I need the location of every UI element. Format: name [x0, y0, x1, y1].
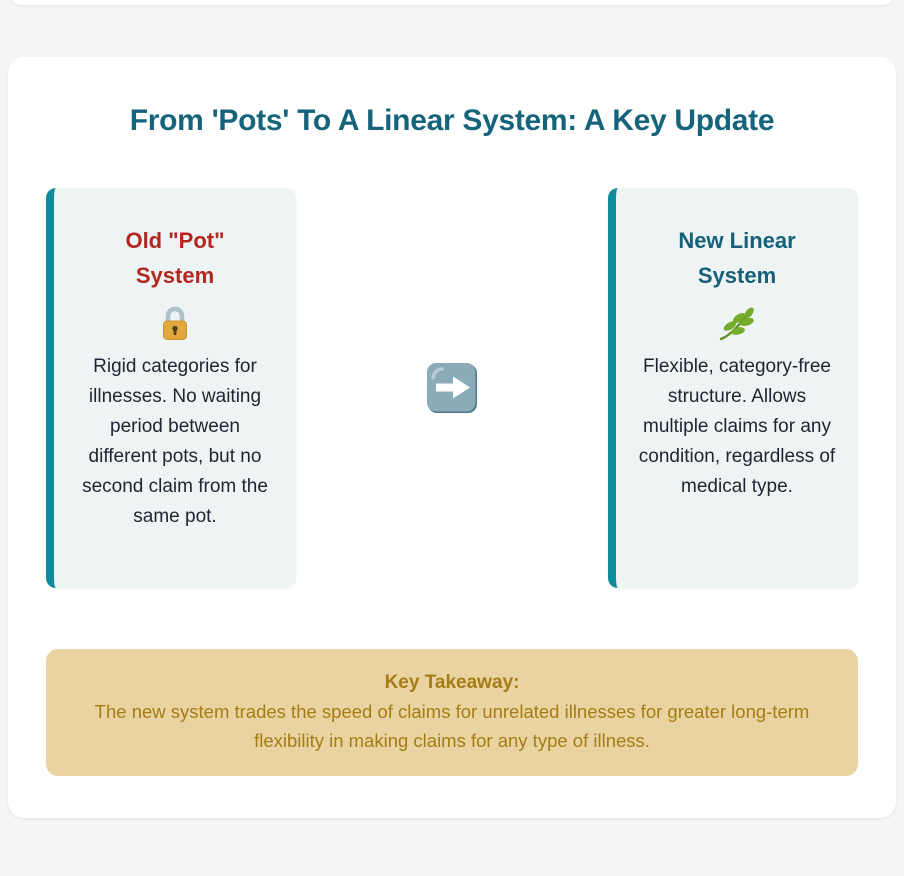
comparison-section: Old "Pot" System Rigid categories for il… [46, 188, 858, 588]
transition-arrow-cell [296, 188, 608, 588]
old-system-title: Old "Pot" System [125, 228, 225, 288]
page-title: From 'Pots' To A Linear System: A Key Up… [129, 104, 775, 137]
herb-icon [630, 302, 844, 344]
old-pot-system-card: Old "Pot" System Rigid categories for il… [46, 188, 296, 588]
previous-card-bottom-edge [8, 0, 896, 5]
takeaway-title: Key Takeaway: [384, 672, 520, 693]
takeaway-text: The new system trades the speed of claim… [94, 701, 810, 751]
right-arrow-icon [427, 363, 477, 413]
new-system-title: New Linear System [678, 228, 796, 288]
key-takeaway-box: Key Takeaway: The new system trades the … [46, 649, 858, 776]
new-linear-system-card: New Linear System Flexible, category-fre… [608, 188, 858, 588]
old-system-description: Rigid categories for illnesses. No waiti… [82, 356, 268, 527]
content-panel: From 'Pots' To A Linear System: A Key Up… [8, 57, 896, 818]
lock-icon [68, 302, 282, 344]
new-system-description: Flexible, category-free structure. Allow… [638, 356, 836, 497]
